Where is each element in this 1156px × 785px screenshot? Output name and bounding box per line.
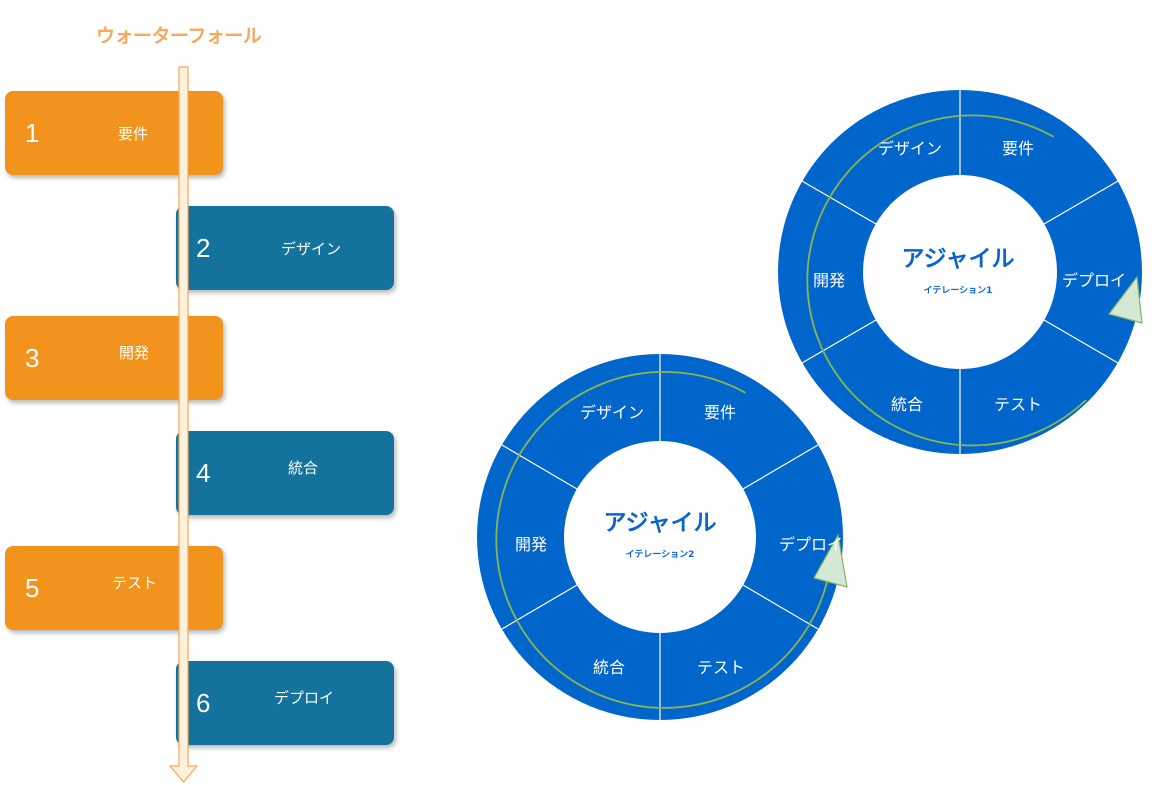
- segment-label-design: デザイン: [877, 139, 942, 158]
- segment-label-deploy: デプロイ: [779, 535, 844, 554]
- cycle-arrowhead-icon: [1107, 275, 1143, 324]
- step-number: 3: [25, 343, 40, 373]
- segment-label-test: テスト: [993, 395, 1042, 414]
- segment-label-test: テスト: [696, 658, 745, 677]
- step-label: デザイン: [281, 240, 342, 258]
- step-number: 2: [196, 233, 211, 263]
- agile-cycle-1: [778, 90, 1143, 454]
- segment-label-development: 開発: [514, 535, 547, 554]
- cycle-arrowhead-icon: [813, 533, 848, 588]
- segment-label-development: 開発: [812, 271, 845, 290]
- agile-cycle-2: [477, 354, 848, 720]
- step-label: 統合: [288, 459, 319, 477]
- segment-label-deploy: デプロイ: [1062, 271, 1127, 290]
- agile-subtitle-2: イテレーション2: [625, 550, 695, 560]
- waterfall-step-4: 4 統合: [176, 431, 394, 515]
- step-number: 4: [196, 458, 211, 488]
- waterfall-step-2: 2 デザイン: [176, 206, 394, 290]
- segment-label-integration: 統合: [592, 658, 625, 677]
- step-label: テスト: [112, 574, 158, 592]
- step-number: 1: [25, 118, 40, 148]
- agile-title-2: アジャイル: [603, 510, 717, 536]
- waterfall-step-6: 6 デプロイ: [176, 661, 394, 745]
- agile-title-1: アジャイル: [901, 246, 1015, 272]
- step-number: 6: [196, 688, 211, 718]
- step-label: 要件: [118, 125, 149, 143]
- agile-subtitle-1: イテレーション1: [923, 286, 993, 296]
- step-label: デプロイ: [274, 689, 335, 707]
- segment-label-design: デザイン: [579, 403, 644, 422]
- segment-label-requirements: 要件: [703, 403, 736, 422]
- segment-label-integration: 統合: [890, 395, 923, 414]
- segment-label-requirements: 要件: [1001, 139, 1034, 158]
- step-label: 開発: [119, 344, 150, 362]
- waterfall-title: ウォーターフォール: [96, 25, 262, 47]
- step-number: 5: [25, 573, 40, 603]
